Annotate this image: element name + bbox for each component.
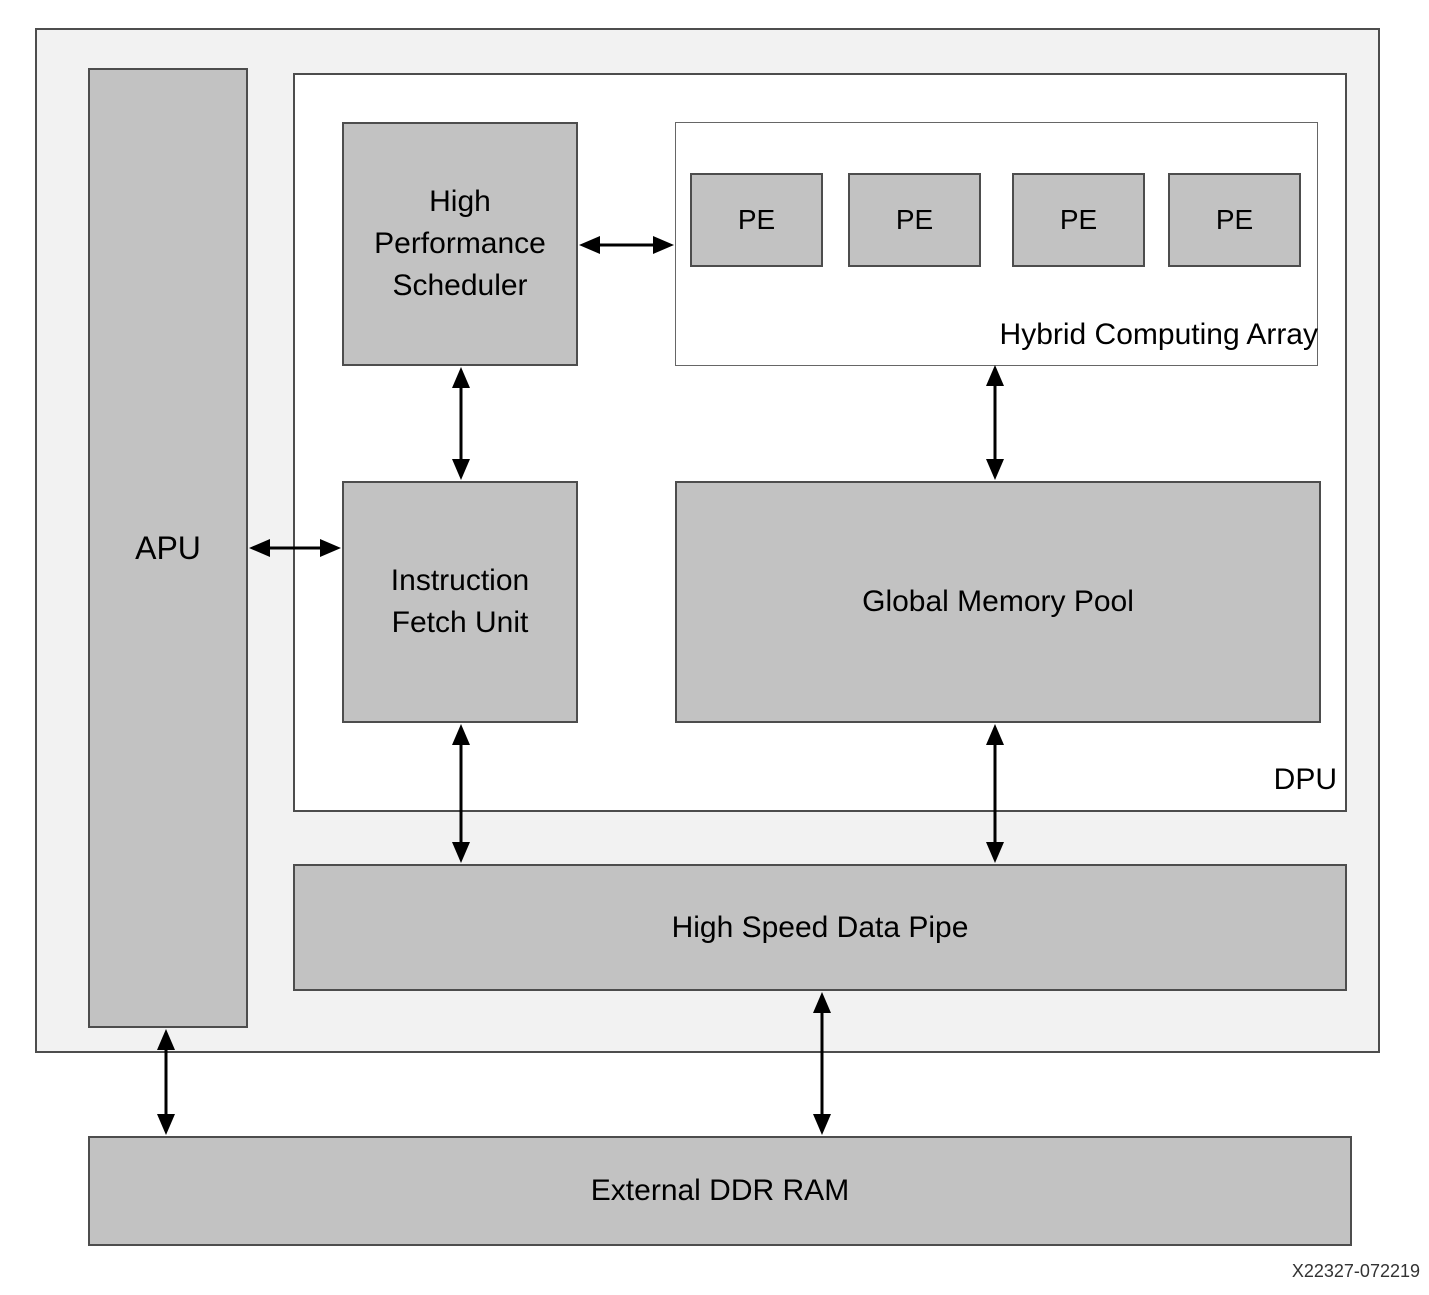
pe-label: PE (895, 204, 934, 235)
instruction-fetch-block: Instruction Fetch Unit (342, 481, 578, 723)
scheduler-label: High Performance Scheduler (374, 185, 546, 302)
dpu-label: DPU (1273, 763, 1337, 796)
scheduler-block: High Performance Scheduler (342, 122, 578, 366)
pe-block: PE (690, 173, 823, 267)
arrowhead-icon (986, 842, 1004, 863)
pe-block: PE (1012, 173, 1145, 267)
arrowhead-icon (157, 1114, 175, 1135)
arrow-scheduler-array (579, 236, 674, 254)
pe-block: PE (1168, 173, 1301, 267)
apu-block: APU (88, 68, 248, 1028)
arrowhead-icon (986, 365, 1004, 386)
instruction-fetch-label: Instruction Fetch Unit (390, 564, 530, 639)
pe-label: PE (1059, 204, 1098, 235)
arrowhead-icon (579, 236, 600, 254)
arrowhead-icon (452, 724, 470, 745)
arrow-apu-external-ram (157, 1029, 175, 1135)
arrow-scheduler-instruction-fetch (452, 367, 470, 480)
apu-label: APU (135, 530, 201, 566)
arrowhead-icon (249, 539, 270, 557)
data-pipe-label: High Speed Data Pipe (671, 910, 969, 944)
arrowhead-icon (452, 367, 470, 388)
arrow-apu-instruction-fetch (249, 539, 341, 557)
external-ram-label: External DDR RAM (590, 1174, 850, 1207)
arrowhead-icon (452, 842, 470, 863)
figure-id: X22327-072219 (1291, 1261, 1420, 1281)
pe-label: PE (1215, 204, 1254, 235)
global-memory-block: Global Memory Pool (675, 481, 1321, 723)
arrowhead-icon (813, 1114, 831, 1135)
global-memory-label: Global Memory Pool (862, 585, 1134, 618)
arrow-instruction-fetch-data-pipe (452, 724, 470, 863)
pe-block: PE (848, 173, 981, 267)
arrowhead-icon (986, 459, 1004, 480)
arrowhead-icon (986, 724, 1004, 745)
arrow-array-global-memory (986, 365, 1004, 480)
pe-label: PE (737, 204, 776, 235)
arrowhead-icon (452, 459, 470, 480)
arrowhead-icon (813, 992, 831, 1013)
arrowhead-icon (157, 1029, 175, 1050)
hybrid-array-label: Hybrid Computing Array (999, 318, 1318, 351)
arrowhead-icon (320, 539, 341, 557)
arrow-data-pipe-external-ram (813, 992, 831, 1135)
data-pipe-block: High Speed Data Pipe (293, 864, 1347, 991)
arrow-global-memory-data-pipe (986, 724, 1004, 863)
external-ram-block: External DDR RAM (88, 1136, 1352, 1246)
arrowhead-icon (653, 236, 674, 254)
